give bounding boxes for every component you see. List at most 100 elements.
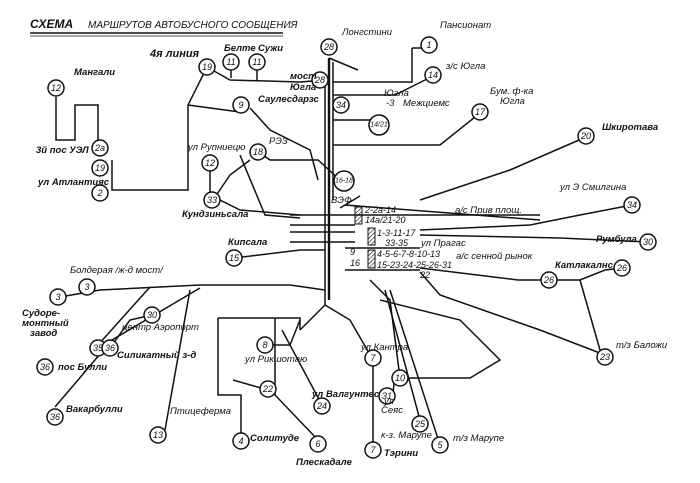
- stop-route-7a: 7: [364, 349, 382, 367]
- label-smilgina: ул Э Смилгина: [559, 182, 626, 193]
- stop-number-route-19a: 19: [202, 62, 212, 72]
- stop-route-11b: 11: [248, 53, 266, 71]
- stop-bus-stop-marker: 1: [420, 36, 438, 54]
- stop-route-36b: 36: [36, 358, 54, 376]
- stop-circle-route-7a: [364, 349, 382, 367]
- stop-number-route-13: 13: [153, 430, 163, 440]
- stop-number-route-18a: 18: [253, 147, 263, 157]
- label-tz-balozhi: т/з Баложи: [616, 340, 668, 351]
- stop-route-28-mid: 28: [311, 71, 329, 89]
- stop-route-20: 20: [577, 127, 595, 145]
- label-pansionat: Пансионат: [440, 20, 491, 31]
- stop-route-18a: 18: [249, 143, 267, 161]
- stop-route-5: 5: [431, 436, 449, 454]
- label-jugla: Югла: [290, 82, 316, 93]
- stop-route-30b: 30: [143, 306, 161, 324]
- stop-circle-route-14: [424, 66, 442, 84]
- stop-circle-route-25: [411, 415, 429, 433]
- hub-market-label: а/с сенной рынок: [456, 251, 533, 262]
- stop-number-route-33a: 33: [207, 195, 217, 205]
- label-saulesdarzs: Саулесдарзс: [258, 94, 320, 105]
- label-sudorem-3: завод: [30, 328, 57, 339]
- label-pleskadale: Плескадале: [296, 457, 353, 468]
- stop-route-28-top: 28: [320, 38, 338, 56]
- stop-circle-route-26b: [613, 259, 631, 277]
- hub-routes-h: 16: [350, 258, 360, 268]
- stop-circle-route-36c: [46, 408, 64, 426]
- label-sudorem-1: Судоре-: [22, 308, 60, 319]
- stop-route-31: 31: [378, 387, 396, 405]
- stop-route-34a: 34: [332, 96, 350, 114]
- map-subtitle: МАРШРУТОВ АВТОБУСНОГО СООБЩЕНИЯ: [88, 20, 298, 31]
- hub-routes-f: 15-23-24-25-26-31: [377, 260, 452, 270]
- stop-circle-route-30b: [143, 306, 161, 324]
- stop-circle-route-20: [577, 127, 595, 145]
- label-solitude: Солитуде: [250, 433, 300, 444]
- stop-route-3b: 3: [49, 288, 67, 306]
- label-aeroport: центр Аэропорт: [122, 322, 199, 333]
- map-title: СХЕМА: [30, 17, 73, 31]
- stop-route-23: 23: [596, 348, 614, 366]
- hub-routes-c: 1-3-11-17: [377, 228, 416, 238]
- stop-number-route-34b: 34: [627, 200, 637, 210]
- stop-number-route-36c: 36: [50, 412, 60, 422]
- hub-hatch-2: [367, 227, 376, 246]
- stop-circle-route-36a: [101, 339, 119, 357]
- stop-number-route-35: 35: [93, 343, 104, 353]
- label-jugla3b: -3: [386, 98, 395, 109]
- stop-number-route-28-top: 28: [323, 42, 334, 52]
- stop-circle-bus-stop-marker: [420, 36, 438, 54]
- stop-route-26a: 26: [540, 271, 558, 289]
- stop-route-14-21: 14/21: [368, 114, 390, 136]
- stop-number-route-36a: 36: [105, 343, 115, 353]
- stop-route-33a: 33: [203, 191, 221, 209]
- stop-number-route-6: 6: [315, 439, 320, 449]
- stop-number-bus-stop-marker: 1: [426, 40, 431, 50]
- stop-number-route-30b: 30: [147, 310, 157, 320]
- stop-circle-route-28-mid: [311, 71, 329, 89]
- stop-circle-route-31: [378, 387, 396, 405]
- stop-route-26b: 26: [613, 259, 631, 277]
- label-kundzinsala: Кундзиньсала: [182, 209, 248, 220]
- stop-circle-route-34b: [623, 196, 641, 214]
- label-most: мост: [290, 71, 317, 82]
- label-suzhi: Сужи: [258, 43, 283, 54]
- stop-route-2: 2: [91, 184, 109, 202]
- stop-number-route-28-mid: 28: [314, 75, 325, 85]
- stop-circle-route-36b: [36, 358, 54, 376]
- stop-circle-route-8: [256, 336, 274, 354]
- stop-number-route-2: 2: [96, 188, 102, 198]
- stop-circle-route-5: [431, 436, 449, 454]
- label-valguntes: ул Валгунтес: [311, 389, 380, 400]
- stop-route-19a: 19: [198, 58, 216, 76]
- stop-route-12b: 12: [201, 154, 219, 172]
- stop-circle-route-18a: [249, 143, 267, 161]
- hub-routes-a: 2-2а-14: [364, 205, 396, 215]
- stop-number-route-26b: 26: [616, 263, 627, 273]
- hub-routes-b: 14а/21-20: [365, 215, 406, 225]
- stop-route-17: 17: [471, 103, 489, 121]
- hub-routes-i: 22: [419, 270, 430, 280]
- stop-number-route-3b: 3: [55, 292, 60, 302]
- label-mangali: Мангали: [74, 67, 115, 78]
- label-pos-uel: 3й пос УЭЛ: [36, 145, 89, 156]
- label-jugla3a: Югла: [384, 88, 409, 99]
- stop-circle-route-9: [232, 96, 250, 114]
- stop-circle-route-2: [91, 184, 109, 202]
- stop-route-11a: 11: [222, 53, 240, 71]
- stop-route-36c: 36: [46, 408, 64, 426]
- stop-number-route-3a: 3: [84, 282, 89, 292]
- stop-number-route-4: 4: [238, 436, 243, 446]
- stop-number-route-14-21: 14/21: [370, 122, 388, 129]
- stop-number-route-31: 31: [382, 391, 392, 401]
- central-hub: [345, 206, 420, 271]
- label-tz-marupe: т/з Марупе: [453, 433, 504, 444]
- stop-number-route-25: 25: [414, 419, 426, 429]
- label-atlantijas: ул Атлантияс: [37, 177, 110, 188]
- label-kipsala: Кипсала: [228, 237, 267, 248]
- stop-route-2a: 2a: [91, 139, 109, 157]
- stop-route-12a: 12: [47, 79, 65, 97]
- stop-number-route-15: 15: [229, 253, 240, 263]
- label-sudorem-2: монтный: [22, 318, 69, 329]
